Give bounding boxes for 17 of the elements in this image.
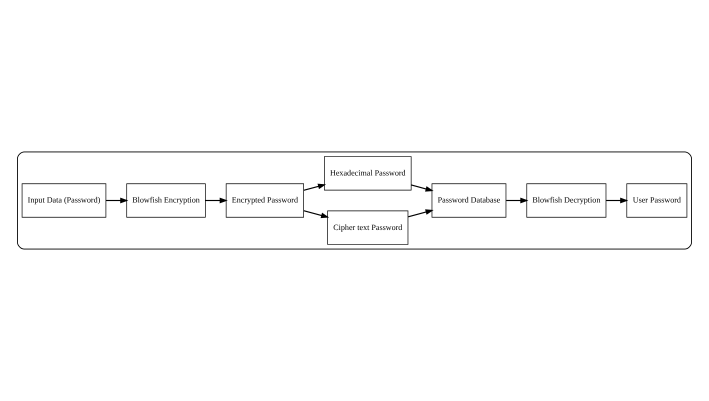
arrow (408, 209, 434, 218)
arrow (506, 198, 528, 204)
arrow (304, 184, 326, 191)
node-box: User Password (626, 183, 688, 218)
arrow (206, 198, 228, 204)
node-box: Blowfish Decryption (526, 183, 606, 218)
node-box: Cipher text Password (327, 210, 408, 245)
node-box: Password Database (432, 183, 506, 218)
node-box: Input Data (Password) (22, 183, 106, 218)
node-box: Blowfish Encryption (126, 183, 206, 218)
arrow (304, 210, 330, 218)
node-box: Hexadecimal Password (324, 156, 412, 190)
arrow (606, 198, 628, 204)
arrow (106, 198, 128, 204)
cluster (17, 152, 692, 250)
node-box: Encrypted Password (226, 183, 304, 218)
arrow (411, 184, 434, 192)
